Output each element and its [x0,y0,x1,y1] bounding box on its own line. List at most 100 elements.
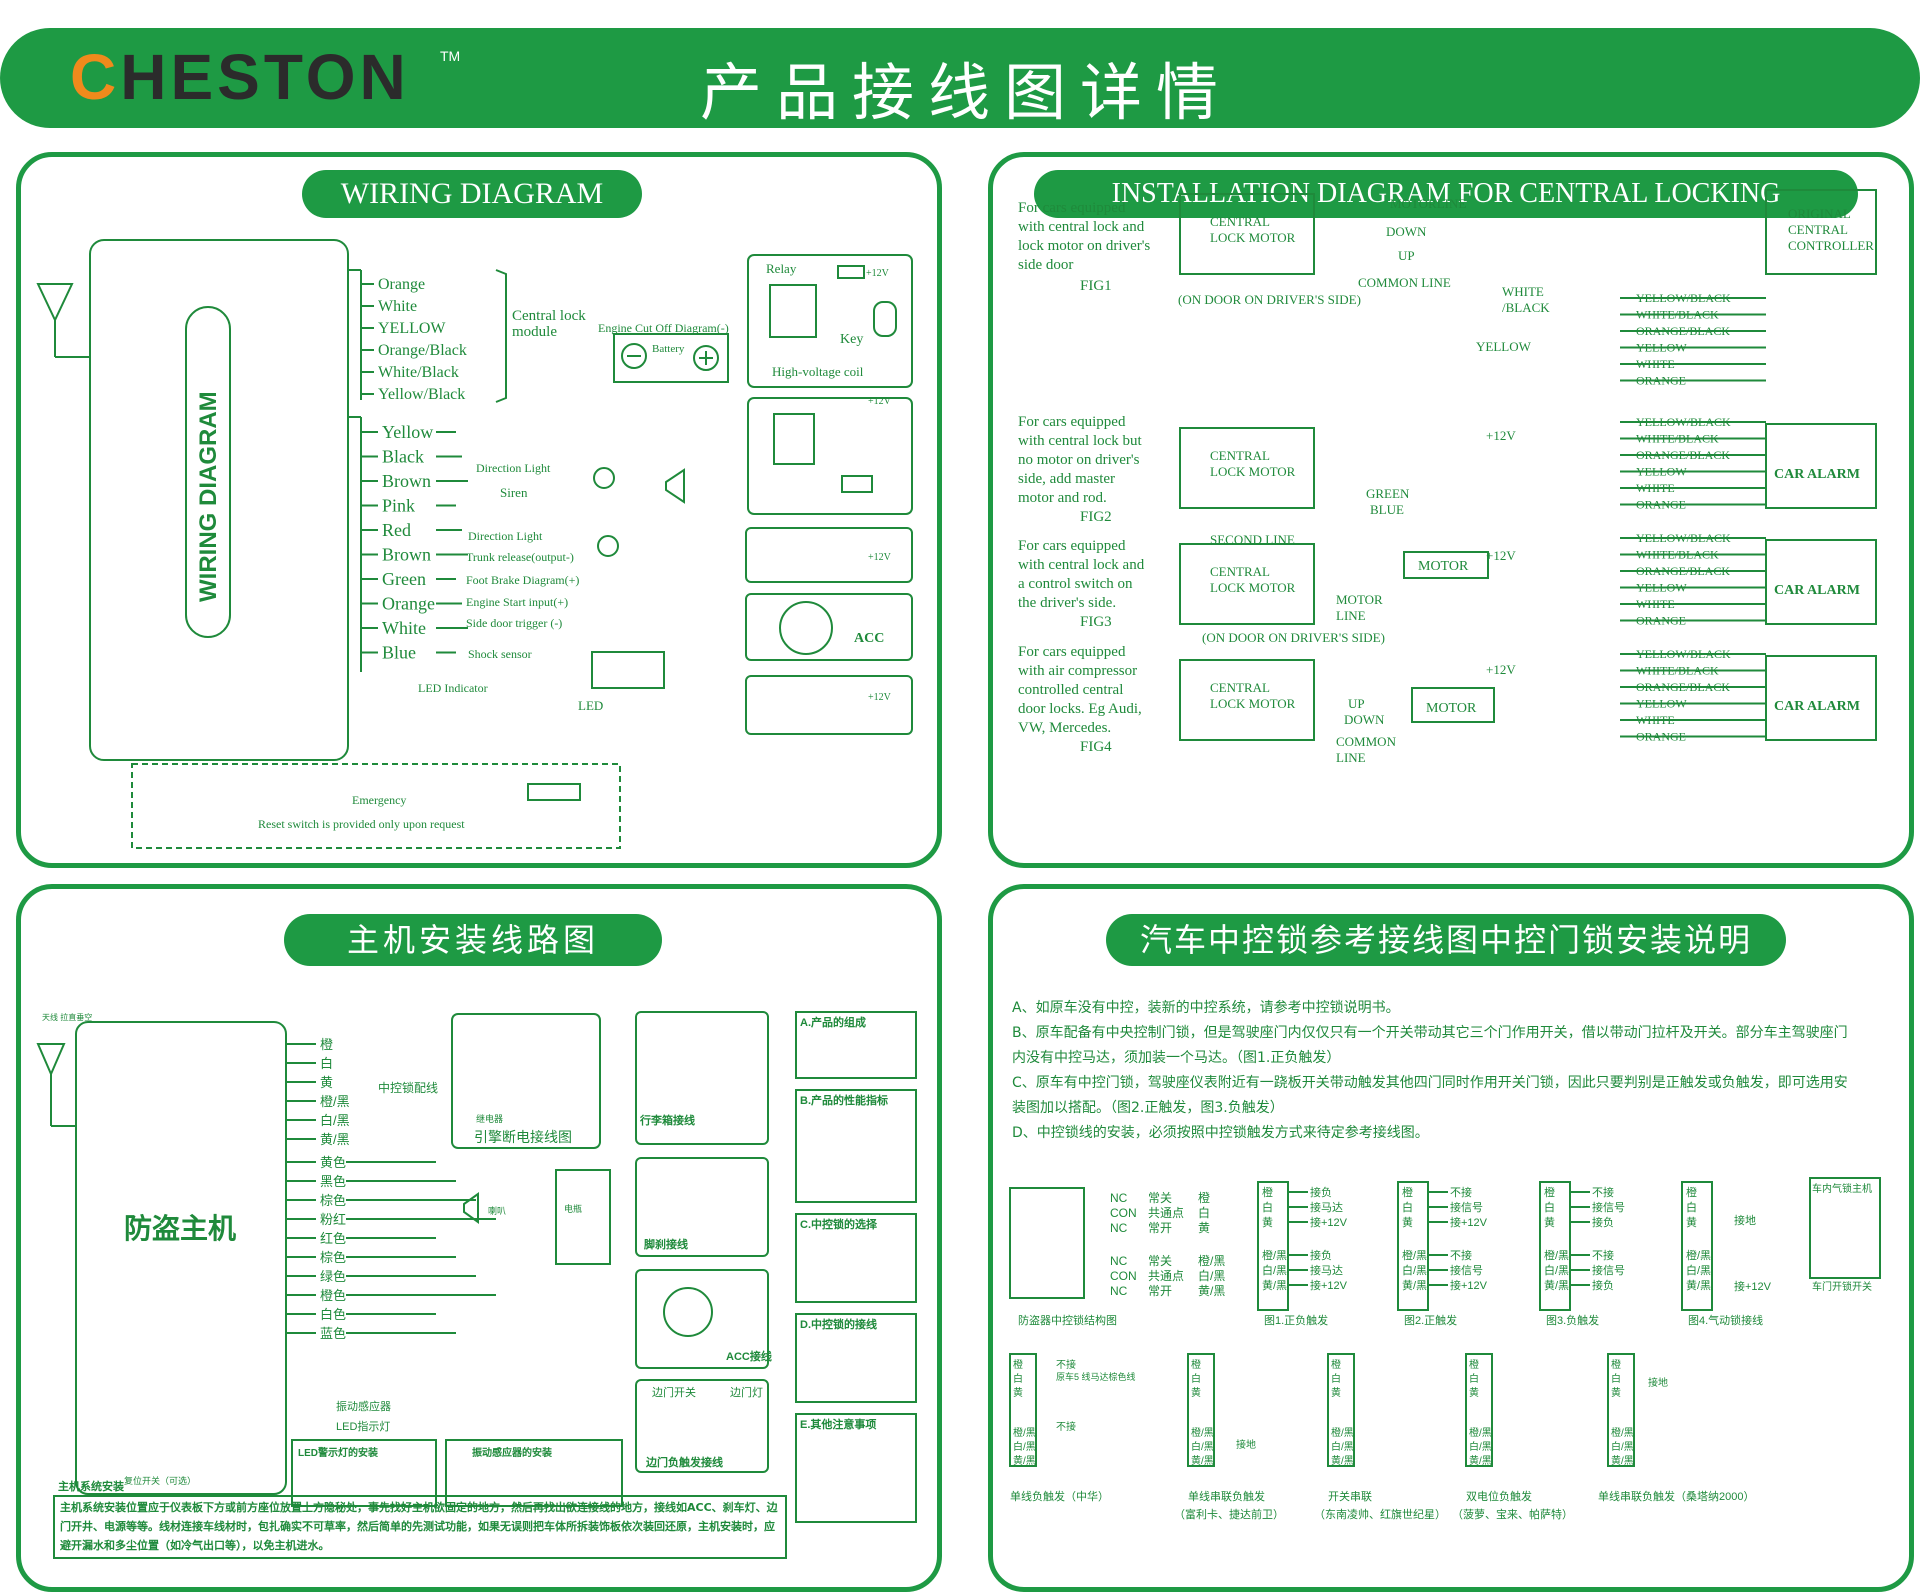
main-unit-label-frame [185,306,231,638]
host-main-wire-label: 黄色 [320,1155,346,1170]
relay-wire-color: 黄 [1198,1221,1210,1235]
ignition-icon [779,601,833,655]
car-alarm-box [1765,655,1877,741]
bottom-caption: 双电位负触发 [1466,1489,1532,1503]
fig-wire-label: 橙 [1402,1185,1413,1199]
host-central-wire-label: 黄 [320,1075,333,1090]
car-alarm-label: CAR ALARM [1774,467,1860,482]
yellow-label: YELLOW [1476,339,1532,354]
fig-wire-label: 橙/黑 [1544,1248,1569,1262]
key-label: Key [840,332,863,347]
siren-label: Siren [500,485,528,500]
host-foot-label: 脚刹接线 [644,1237,688,1251]
relay2-plus12: +12V [868,396,892,407]
central-lock-motor-box [1179,427,1315,509]
fig-lead-label: 接+12V [1450,1216,1488,1229]
fig-wire-label: 白/黑 [1544,1263,1569,1277]
fig-wire-label: 橙/黑 [1402,1248,1427,1262]
plus12-label: +12V [1486,548,1516,563]
fig-4-label: FIG4 [1080,739,1112,755]
logo-text: HESTON [120,41,410,113]
fig-lead-label: 接信号 [1592,1201,1625,1214]
antenna-2-icon [36,1043,66,1077]
main-wire-label: Brown [382,471,431,491]
central-lock-wire-label: YELLOW [378,320,446,337]
host-door-box [635,1379,769,1473]
main-wire-label: Pink [382,496,415,516]
bulb-2-icon [597,535,619,557]
door-plus12: +12V [868,692,892,703]
ground-label: 接地 [1236,1438,1256,1451]
page-title: 产品接线图详情 [700,56,1233,129]
fig-caption: 图2.正触发 [1404,1313,1457,1327]
host-horn-icon [463,1192,479,1224]
host-install-text: 主机系统安装位置应于仪表板下方或前方座位放置上方隐秘处，事先找好主机欲固定的地方… [60,1501,778,1552]
relay-wire-color: 橙 [1198,1190,1210,1205]
host-info-box-title: E.其他注意事项 [800,1417,876,1431]
host-door-sw: 边门开关 [652,1385,696,1399]
host-main-wire-label: 黑色 [320,1174,346,1189]
reset-label: 复位开关（可选） [124,1475,196,1486]
host-info-box-title: A.产品的组成 [800,1015,866,1029]
host-main-wire-label: 棕色 [320,1250,346,1265]
fig-wire-label: 橙/黑 [1686,1248,1711,1262]
host-relay-box [451,1013,601,1149]
bottom-wire-label: 黄/黑 [1469,1454,1492,1467]
host-central-wire-label: 黄/黑 [320,1132,350,1147]
fig-wire-label: 黄 [1402,1215,1413,1229]
bottom-wire-label: 橙 [1013,1358,1023,1371]
host-trunk-label: 行李箱接线 [639,1113,695,1127]
fig-lead-label: 接负 [1592,1278,1614,1292]
host-unit [75,1021,287,1495]
up-label: UP [1398,248,1415,263]
fig-wire-label: 黄 [1686,1215,1697,1229]
bottom-wire-label: 橙/黑 [1469,1426,1492,1439]
main-wire-label: Black [382,447,424,467]
car-alarm-box [1765,539,1877,625]
green-label: GREEN [1366,486,1410,501]
motor-box [1403,551,1489,579]
motor-4-label: MOTOR [1426,701,1477,716]
main-wire-label: Red [382,520,411,540]
fig-wire-label: 橙 [1544,1185,1555,1199]
second-line-label: SECOND LINE [1210,532,1295,547]
shock-sensor-label: Shock sensor [468,647,532,661]
plus12-label: +12V [1486,428,1516,443]
host-info-box-title: B.产品的性能指标 [800,1093,888,1107]
not-connect-label: 不接 [1056,1358,1076,1371]
host-info-box [795,1313,917,1403]
bottom-wire-label: 白/黑 [1611,1440,1634,1453]
host-door-trigger: 边门负触发接线 [645,1455,723,1469]
host-central-wire-label: 橙/黑 [320,1094,350,1109]
host-central-label: 中控锁配线 [378,1080,438,1095]
relay-terminal-label: CON [1110,1206,1137,1220]
bottom-wire-label: 白/黑 [1331,1440,1354,1453]
fig-lead-label: 接信号 [1450,1264,1483,1277]
fig-wire-label: 白 [1262,1200,1273,1214]
fig-wire-label: 白/黑 [1402,1263,1427,1277]
bottom-wire-block [1465,1353,1493,1467]
bottom-wire-label: 橙 [1611,1358,1621,1371]
bottom-wire-label: 黄 [1013,1386,1023,1399]
logo-initial: C [70,41,121,113]
wiring-diagram-panel [16,152,942,868]
bottom-wire-block [1187,1353,1215,1467]
motor-4-box [1411,687,1495,723]
car-alarm-label: CAR ALARM [1774,699,1860,714]
fig-wire-label: 黄/黑 [1686,1278,1711,1292]
relay-terminal-desc: 常关 [1148,1254,1172,1268]
led-install-box [291,1439,437,1507]
shock-sensor-icon [591,651,665,689]
host-main-wire-label: 蓝色 [320,1326,346,1341]
bottom-wire-label: 橙/黑 [1611,1426,1634,1439]
fig-lead-label: 不接 [1450,1249,1472,1262]
siren-icon [665,468,685,504]
led-indicator-label: LED Indicator [418,681,488,695]
host-main-wire-label: 红色 [320,1231,346,1246]
horn-relay-box [747,397,913,515]
